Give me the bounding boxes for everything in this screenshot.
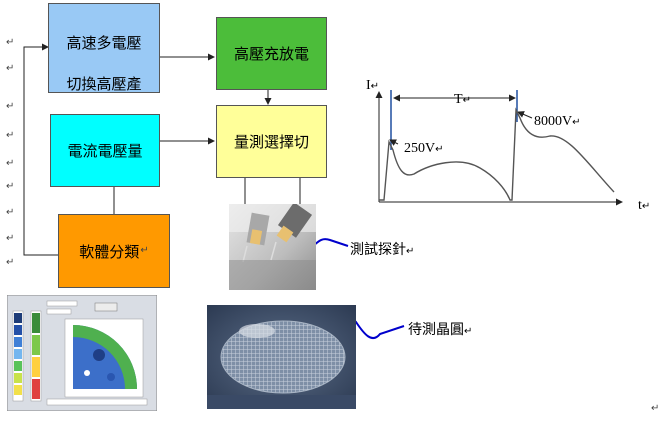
paragraph-mark: ↵ [6,181,15,192]
block-software-label: 軟體分類 [79,242,140,261]
block-high-speed-label: 高速多電壓 [66,34,142,52]
paragraph-mark: ↵ [464,326,473,337]
wafer-label: 待測晶圓↵ [408,322,473,338]
paragraph-mark: ↵ [651,403,660,414]
block-high-speed-voltage: 高速多電壓 切換高壓產 [48,3,160,93]
block-hv-charge: 高壓充放電 [216,17,327,90]
voltage-low-label: 250V↵ [404,141,444,156]
paragraph-mark: ↵ [6,63,15,74]
voltage-high-label: 8000V↵ [534,114,581,129]
block-current-voltage: 電流電壓量 [50,114,160,187]
paragraph-mark: ↵ [6,37,15,48]
probe-label: 測試探針↵ [350,242,415,258]
block-hv-charge-label: 高壓充放電 [233,45,309,63]
paragraph-mark: ↵ [6,158,15,169]
probe-photo [229,204,316,290]
wafer-photo [207,305,356,409]
block-high-speed-sublabel: 切換高壓產 [66,75,142,93]
block-current-voltage-label: 電流電壓量 [67,142,143,160]
paragraph-mark: ↵ [6,130,15,141]
waveform-chart [375,90,623,206]
paragraph-mark: ↵ [6,233,15,244]
paragraph-mark: ↵ [435,144,444,155]
paragraph-mark: ↵ [6,257,15,268]
paragraph-mark: ↵ [6,101,15,112]
paragraph-mark: ↵ [140,245,149,256]
block-measure-select: 量測選擇切 [216,105,327,178]
paragraph-mark: ↵ [572,117,581,128]
axis-y-label: I↵ [366,78,380,93]
paragraph-mark: ↵ [370,81,380,92]
paragraph-mark: ↵ [641,201,651,212]
paragraph-mark: ↵ [406,246,415,257]
period-label: T↵ [454,92,471,107]
block-measure-select-label: 量測選擇切 [233,133,309,151]
paragraph-mark: ↵ [6,207,15,218]
software-screenshot [7,295,157,411]
waveform-curve [379,107,615,201]
paragraph-mark: ↵ [462,95,471,106]
axis-x-label: t↵ [638,198,651,213]
block-software: 軟體分類 ↵ [58,214,170,288]
